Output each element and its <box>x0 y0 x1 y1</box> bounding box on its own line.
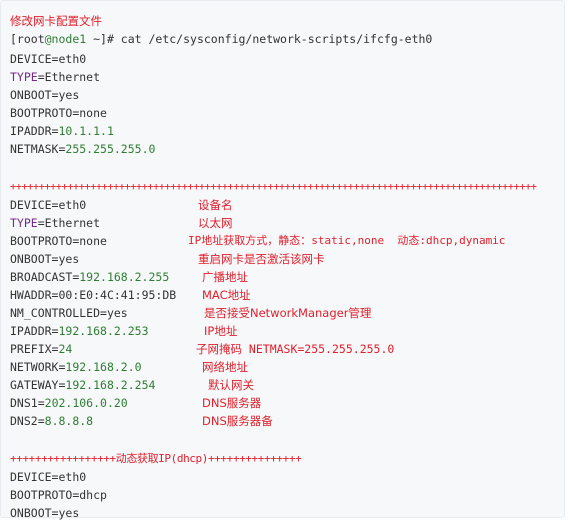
config-key: DEVICE <box>10 52 52 66</box>
config-comment: 是否接受NetworkManager管理 <box>204 306 372 320</box>
config-value: eth0 <box>58 470 87 484</box>
config-value: none <box>79 234 107 248</box>
config-key: ONBOOT <box>10 88 52 102</box>
config-key: BROADCAST <box>10 270 73 284</box>
config-line: DEVICE=eth0 <box>10 470 87 484</box>
config-value: 10.1.1.1 <box>58 124 114 138</box>
config-value: 192.168.2.254 <box>65 378 156 392</box>
config-comment: 广播地址 <box>202 270 248 284</box>
config-key: NM_CONTROLLED <box>10 306 101 320</box>
config-value: eth0 <box>58 52 87 66</box>
config-value: yes <box>58 88 80 102</box>
config-comment: 重启网卡是否激活该网卡 <box>198 252 325 266</box>
config-value: eth0 <box>58 198 87 212</box>
config-comment: 设备名 <box>198 198 233 212</box>
config-line: DEVICE=eth0 <box>10 52 87 66</box>
config-key: BOOTPROTO <box>10 488 73 502</box>
config-key: DNS2 <box>10 414 38 428</box>
config-value: 24 <box>58 342 73 356</box>
config-line: NETMASK=255.255.255.0 <box>10 142 156 156</box>
config-line: TYPE=Ethernet <box>10 70 101 84</box>
config-line: ONBOOT=yes <box>10 88 80 102</box>
config-value: 00:E0:4C:41:95:DB <box>58 288 177 302</box>
config-key: BOOTPROTO <box>10 106 73 120</box>
config-key: DNS1 <box>10 396 38 410</box>
config-key: TYPE <box>10 216 38 230</box>
config-value: 192.168.2.0 <box>65 360 142 374</box>
header-comment: 修改网卡配置文件 <box>10 14 102 28</box>
config-value: yes <box>106 306 128 320</box>
config-key: HWADDR <box>10 288 52 302</box>
shell-prompt-line: [root@node1 ~]# cat /etc/sysconfig/netwo… <box>10 30 432 48</box>
config-line: BOOTPROTO=none <box>10 106 107 120</box>
config-comment: 以太网 <box>198 216 233 230</box>
config-key: TYPE <box>10 70 38 84</box>
config-line: IPADDR=10.1.1.1 <box>10 124 114 138</box>
prompt-command: cat /etc/sysconfig/network-scripts/ifcfg… <box>120 32 433 46</box>
config-value: none <box>79 106 107 120</box>
config-key: IPADDR <box>10 324 52 338</box>
prompt-path: ~]# <box>86 32 121 46</box>
config-value: 8.8.8.8 <box>44 414 94 428</box>
dhcp-separator-line: +++++++++++++++++动态获取IP(dhcp)+++++++++++… <box>10 452 302 465</box>
config-value: dhcp <box>79 488 107 502</box>
config-value: yes <box>58 252 80 266</box>
config-key: DEVICE <box>10 470 52 484</box>
prompt-host: @node1 <box>44 32 87 46</box>
config-value: 192.168.2.253 <box>58 324 149 338</box>
config-value: Ethernet <box>44 70 101 84</box>
config-comment: 子网掩码 NETMASK=255.255.255.0 <box>196 342 395 356</box>
config-line: ONBOOT=yes <box>10 506 80 520</box>
config-value: 202.106.0.20 <box>44 396 128 410</box>
config-value: yes <box>58 506 80 520</box>
config-comment: DNS服务器 <box>202 396 262 410</box>
config-key: BOOTPROTO <box>10 234 73 248</box>
config-key: NETMASK <box>10 142 59 156</box>
config-key: NETWORK <box>10 360 59 374</box>
config-value: Ethernet <box>44 216 101 230</box>
separator-line: ++++++++++++++++++++++++++++++++++++++++… <box>10 181 537 193</box>
config-comment: DNS服务器备 <box>202 414 273 428</box>
config-comment: MAC地址 <box>202 288 251 302</box>
config-comment: IP地址 <box>204 324 238 338</box>
config-key: IPADDR <box>10 124 52 138</box>
config-comment: IP地址获取方式，静态：static,none 动态:dhcp,dynamic <box>188 234 506 247</box>
config-key: DEVICE <box>10 198 52 212</box>
config-key: GATEWAY <box>10 378 59 392</box>
config-comment: 网络地址 <box>202 360 248 374</box>
prompt-prefix: [root <box>10 32 45 46</box>
config-value: 192.168.2.255 <box>79 270 170 284</box>
config-key: ONBOOT <box>10 506 52 520</box>
config-key: PREFIX <box>10 342 52 356</box>
config-comment: 默认网关 <box>208 378 254 392</box>
config-value: 255.255.255.0 <box>65 142 156 156</box>
config-line: BOOTPROTO=dhcp <box>10 488 107 502</box>
config-key: ONBOOT <box>10 252 52 266</box>
